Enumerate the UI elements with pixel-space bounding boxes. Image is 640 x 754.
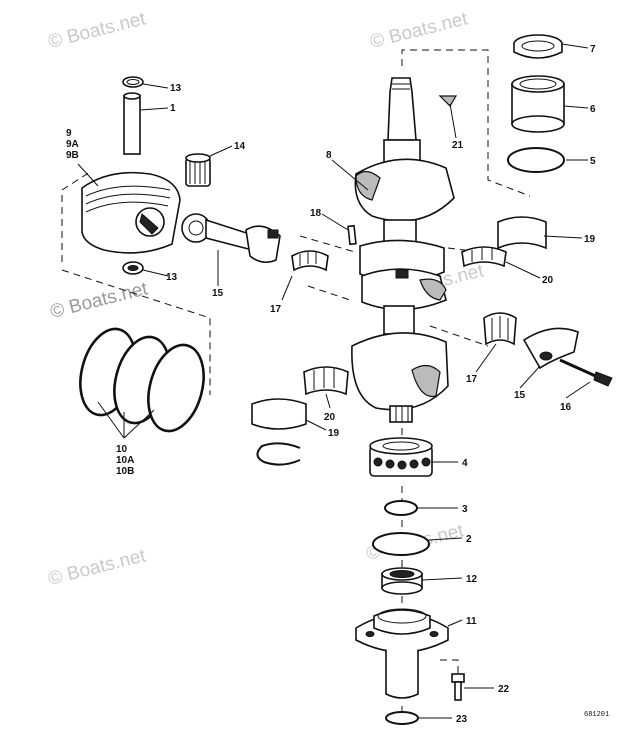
callout-20-right: 20 (542, 275, 554, 286)
callout-12: 12 (466, 574, 478, 585)
callout-labels: 13 1 9 9A 9B 14 13 15 10 10A 10B 8 18 17… (66, 44, 596, 725)
callout-5: 5 (590, 156, 596, 167)
callout-13-bottom: 13 (166, 272, 178, 283)
bearing-cage-lower-right (483, 312, 517, 346)
main-bearing-half-left (251, 398, 307, 430)
o-ring-bottom (385, 711, 419, 725)
crankshaft (351, 77, 458, 423)
leader-lines (77, 43, 591, 719)
callout-11: 11 (466, 616, 477, 627)
housing-screw (451, 673, 465, 701)
callout-3: 3 (462, 504, 468, 515)
watermark-bottom-left: © Boats.net (46, 545, 148, 590)
watermark-top-right: © Boats.net (368, 8, 470, 53)
callout-7: 7 (590, 44, 596, 55)
callout-6: 6 (590, 104, 596, 115)
callout-10a: 10A (116, 455, 134, 466)
callout-19-left: 19 (328, 428, 340, 439)
callout-19-right: 19 (584, 234, 596, 245)
ball-bearing (369, 437, 433, 477)
dowel-pin (347, 224, 357, 246)
piston-pin-retainer-lower (122, 261, 144, 275)
o-ring-lower (372, 532, 430, 556)
callout-22: 22 (498, 684, 510, 695)
watermark-top-left: © Boats.net (46, 8, 148, 53)
callout-2: 2 (466, 534, 472, 545)
connecting-rod-left (181, 213, 281, 264)
seal-lower (381, 567, 423, 595)
seal-upper (513, 34, 563, 59)
callout-15-right: 15 (514, 390, 526, 401)
callout-20-left: 20 (324, 412, 336, 423)
rod-bolt (559, 358, 613, 387)
callout-1: 1 (170, 103, 176, 114)
main-bearing-half-right (497, 216, 547, 250)
connecting-rod-right (522, 327, 579, 370)
callout-23: 23 (456, 714, 468, 725)
callout-9a: 9A (66, 139, 79, 150)
callout-13-top: 13 (170, 83, 182, 94)
callout-15-left: 15 (212, 288, 224, 299)
piston-pin (123, 92, 141, 155)
callout-8: 8 (326, 150, 332, 161)
watermark-mid-left: © Boats.net (48, 278, 150, 323)
bearing-cage-lower-left (303, 366, 349, 396)
callout-18: 18 (310, 208, 322, 219)
callout-10: 10 (116, 444, 128, 455)
callout-9b: 9B (66, 150, 79, 161)
snap-ring (256, 442, 301, 466)
callout-21: 21 (452, 140, 464, 151)
callout-17-right: 17 (466, 374, 478, 385)
bearing-cage-upper-left (291, 250, 329, 272)
callout-4: 4 (462, 458, 468, 469)
retaining-ring (384, 500, 418, 516)
callout-16: 16 (560, 402, 572, 413)
needle-bearing-upper (511, 75, 565, 133)
bearing-cage-upper-right (461, 246, 507, 268)
piston-pin-retainer (122, 76, 144, 88)
drawing-number: 681201 (584, 711, 609, 719)
callout-10b: 10B (116, 466, 134, 477)
bearing-housing (355, 608, 449, 699)
callout-14: 14 (234, 141, 246, 152)
callout-9: 9 (66, 128, 72, 139)
piston (81, 171, 181, 254)
callout-17-left: 17 (270, 304, 282, 315)
piston-rings (79, 327, 205, 433)
o-ring-upper (507, 147, 565, 173)
needle-bearing-piston (185, 153, 211, 187)
